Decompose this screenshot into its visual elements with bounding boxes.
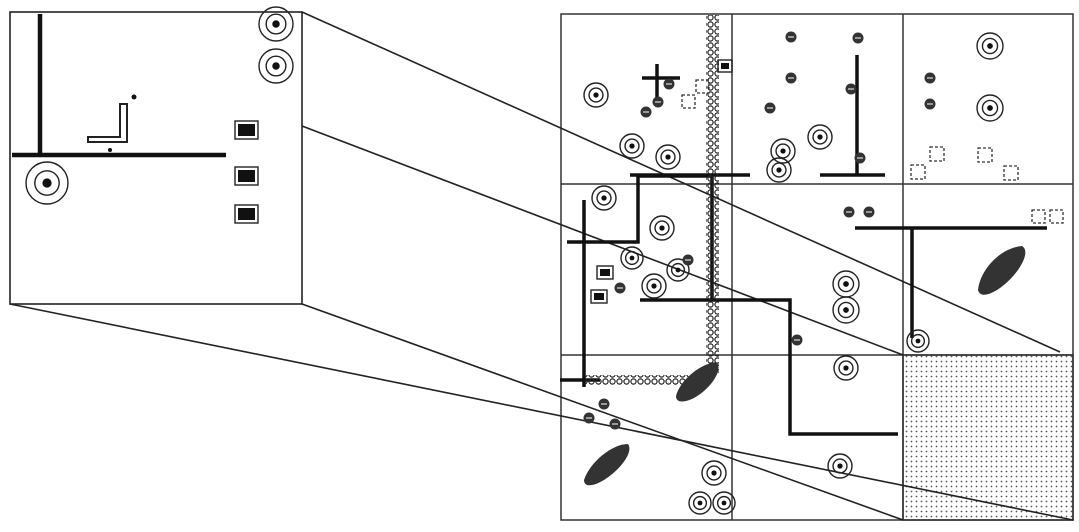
filled-square-icon (234, 120, 259, 140)
bead-chain-vertical (706, 15, 719, 375)
concentric-circle-icon (832, 296, 860, 324)
small-dot-icon (108, 148, 112, 152)
small-dot-icon (924, 72, 936, 84)
concentric-circle-icon (591, 185, 617, 211)
dashed-square-icon (1031, 209, 1046, 224)
concentric-circle-icon (25, 161, 69, 205)
dashed-square-icon (1003, 165, 1019, 181)
small-dot-icon (785, 31, 797, 43)
small-dot-icon (924, 98, 936, 110)
concentric-circle-icon (258, 6, 294, 42)
small-dot-icon (652, 96, 664, 108)
concentric-circle-icon (666, 258, 690, 282)
small-dot-icon (854, 152, 866, 164)
dashed-square-icon (929, 146, 945, 162)
concentric-circle-icon (712, 491, 736, 515)
concentric-circle-icon (832, 270, 860, 298)
filled-square-icon (234, 166, 259, 186)
small-dot-icon (131, 94, 137, 100)
concentric-circle-icon (649, 215, 675, 241)
filled-square-icon (590, 289, 608, 304)
concentric-circle-icon (833, 355, 859, 381)
small-dot-icon (852, 32, 864, 44)
magnified-wiring (12, 14, 226, 158)
concentric-circle-icon (701, 460, 727, 486)
dashed-square-icon (695, 79, 710, 94)
small-dot-icon (609, 418, 621, 430)
concentric-circle-icon (807, 124, 833, 150)
concentric-circle-icon (976, 32, 1004, 60)
concentric-circle-icon (641, 273, 667, 299)
concentric-circle-icon (583, 82, 609, 108)
magnified-bracket (87, 103, 128, 143)
layout-grid (560, 13, 1074, 521)
dashed-square-icon (1049, 209, 1064, 224)
filled-square-icon (717, 59, 733, 73)
concentric-circle-icon (688, 491, 712, 515)
concentric-circle-icon (258, 48, 294, 84)
small-dot-icon (863, 206, 875, 218)
filled-square-icon (234, 204, 259, 224)
small-dot-icon (640, 106, 652, 118)
small-dot-icon (682, 254, 694, 266)
small-dot-icon (598, 398, 610, 410)
small-dot-icon (614, 282, 626, 294)
small-dot-icon (764, 102, 776, 114)
concentric-circle-icon (619, 133, 645, 159)
concentric-circle-icon (906, 329, 930, 353)
shaded-cell (902, 354, 1074, 521)
small-dot-icon (843, 206, 855, 218)
hatched-blob-icon (978, 246, 1026, 295)
concentric-circle-icon (976, 94, 1004, 122)
hatched-blob-icon (676, 362, 719, 402)
small-dot-icon (791, 334, 803, 346)
concentric-circle-icon (766, 157, 792, 183)
small-dot-icon (785, 72, 797, 84)
magnified-cell-box (9, 11, 303, 305)
dashed-square-icon (910, 164, 926, 180)
concentric-circle-icon (620, 246, 644, 270)
dashed-square-icon (977, 147, 993, 163)
bead-chain-horizontal (585, 375, 695, 385)
small-dot-icon (845, 83, 857, 95)
hatched-blob-icon (584, 444, 630, 486)
concentric-circle-icon (655, 144, 681, 170)
small-dot-icon (583, 412, 595, 424)
concentric-circle-icon (827, 453, 853, 479)
small-dot-icon (663, 78, 675, 90)
filled-square-icon (596, 265, 614, 280)
dashed-square-icon (681, 94, 696, 109)
